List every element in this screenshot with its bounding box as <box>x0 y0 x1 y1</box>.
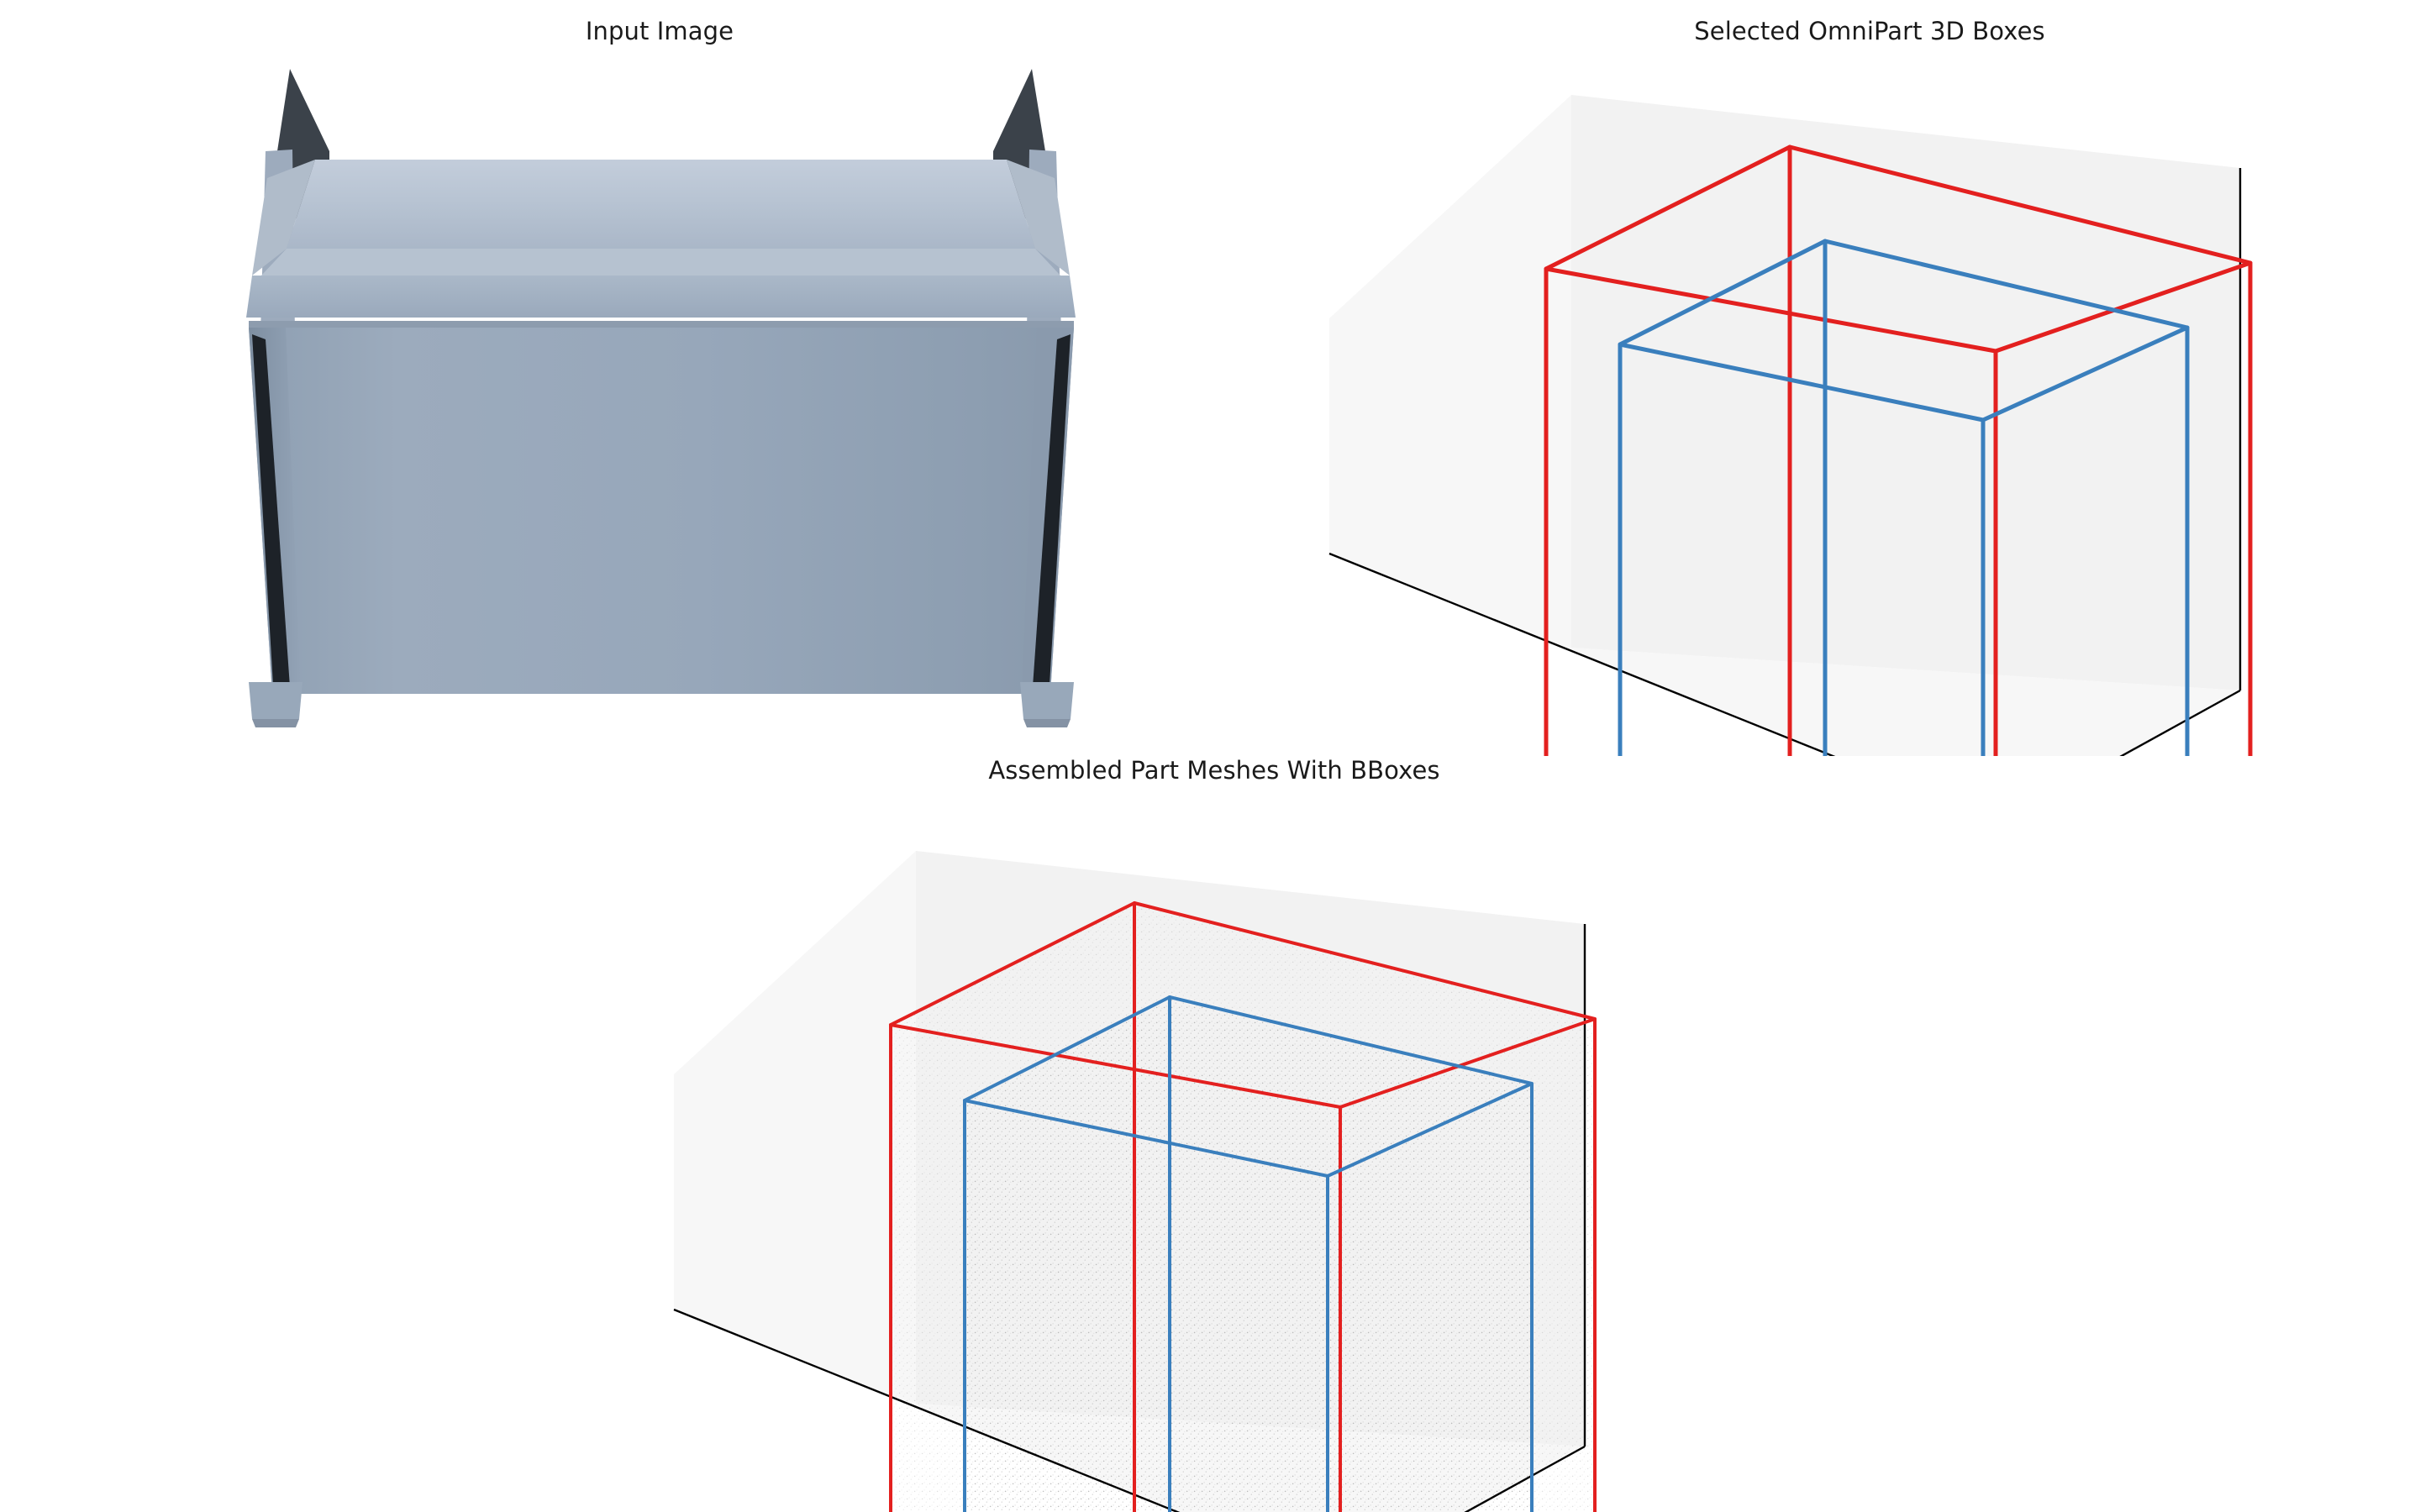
input-image-canvas <box>0 50 1319 748</box>
inner-bbox-blue <box>963 995 1534 1512</box>
axes3d-left-pane <box>1329 95 1571 648</box>
lid-shoulder-left <box>252 160 315 276</box>
outer-bbox-red <box>1544 144 2253 756</box>
inner-bbox-edge-tl <box>963 995 1171 1102</box>
panel-input-image: Input Image <box>0 0 1319 756</box>
lid-body-seam <box>249 321 1074 328</box>
outer-bbox-front-face <box>1787 144 2253 756</box>
panel-selected-3d-boxes: Selected OmniPart 3D Boxes <box>1319 0 2420 756</box>
inner-bbox-edge-tr <box>1981 325 2190 423</box>
left-foot-shadow <box>252 719 299 727</box>
axes3d-panes <box>1329 95 2240 756</box>
outer-bbox-red <box>889 901 1597 1512</box>
selected-3d-boxes-canvas <box>1319 38 2420 756</box>
inner-bbox-blue <box>1618 239 2190 756</box>
right-groove <box>1032 334 1071 699</box>
outer-bbox-front-face <box>1133 901 1597 1512</box>
axes3d-edges <box>1328 168 2242 756</box>
inner-bbox-edge-tl <box>1618 239 1828 347</box>
outer-bbox-edge-tl <box>1544 144 1792 271</box>
axes3d-floor-right-edge <box>1464 1445 1586 1512</box>
left-foot <box>249 682 302 719</box>
lid-shoulder-right <box>1007 160 1070 276</box>
axes3d-floor-pane <box>1329 554 2240 756</box>
axes3d-floor-left-edge <box>1328 552 1836 756</box>
right-foot <box>1020 682 1074 719</box>
axes3d-back-pane <box>1571 95 2240 690</box>
axes3d-edges <box>673 924 1586 1512</box>
bin-body <box>249 328 1074 694</box>
mesh-cloud-inner <box>965 997 1532 1512</box>
axes3d-left-pane <box>674 851 916 1404</box>
inner-bbox-back-face <box>963 1099 1329 1512</box>
lid-rim-band <box>246 276 1076 318</box>
inner-bbox-back-face <box>1618 342 1986 756</box>
panel-selected-3d-boxes-title: Selected OmniPart 3D Boxes <box>1694 17 2045 45</box>
outer-bbox-back-face <box>1544 266 1998 756</box>
panel-input-image-title: Input Image <box>585 17 734 45</box>
assembled-mesh-point-cloud <box>891 903 1595 1512</box>
axes3d-floor-right-edge <box>2119 689 2241 756</box>
lid-top <box>287 160 1035 249</box>
right-foot-shadow <box>1023 719 1071 727</box>
outer-bbox-edge-tr <box>1993 260 2253 354</box>
inner-bbox-front-face <box>1823 239 2190 756</box>
outer-bbox-edge-tr <box>1339 1017 1597 1109</box>
inner-bbox-front-face <box>1168 995 1534 1512</box>
outer-bbox-edge-tl <box>889 901 1136 1026</box>
left-groove <box>252 334 291 699</box>
axes3d-floor-left-edge <box>673 1308 1181 1512</box>
lid-rim-highlight <box>261 249 1060 276</box>
assembled-part-meshes-canvas <box>664 794 1765 1512</box>
inner-bbox-edge-tr <box>1326 1082 1534 1178</box>
panel-assembled-part-meshes: Assembled Part Meshes With BBoxes <box>664 756 1765 1512</box>
input-object-render <box>246 69 1076 727</box>
panel-assembled-part-meshes-title: Assembled Part Meshes With BBoxes <box>988 756 1440 785</box>
outer-bbox-back-face <box>889 1023 1342 1512</box>
